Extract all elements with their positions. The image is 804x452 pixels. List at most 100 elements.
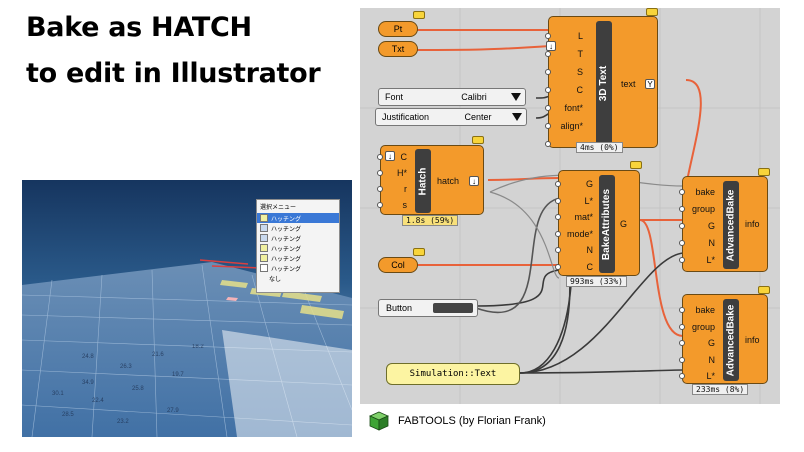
- input-label: r: [404, 184, 407, 194]
- cell-value-label: 27.9: [167, 408, 179, 414]
- input-port[interactable]: [679, 323, 685, 330]
- input-port[interactable]: [679, 257, 685, 263]
- input-label: S: [576, 67, 583, 77]
- input-label: align*: [560, 121, 583, 131]
- input-label: C: [576, 85, 584, 95]
- selection-menu-item[interactable]: ハッチング: [257, 263, 339, 273]
- input-label: group: [691, 204, 715, 214]
- advanced-bake-title-1: AdvancedBake: [723, 181, 739, 269]
- txt-param[interactable]: Txt: [378, 41, 418, 57]
- advanced-bake-output-2: info: [745, 335, 760, 345]
- selection-menu-item[interactable]: ハッチング: [257, 213, 339, 223]
- selection-menu-item[interactable]: ハッチング: [257, 243, 339, 253]
- input-port[interactable]: [545, 123, 551, 129]
- input-port[interactable]: [679, 240, 685, 246]
- justification-label: Justification: [382, 112, 430, 122]
- input-label: G: [585, 179, 593, 189]
- hatch-grid-render: 23.228.527.922.434.925.819.730.126.321.6…: [22, 259, 352, 437]
- input-port[interactable]: [555, 197, 561, 204]
- input-label: G: [707, 221, 715, 231]
- input-port[interactable]: [545, 105, 551, 111]
- pt-flag: [413, 11, 425, 19]
- input-port[interactable]: [377, 186, 383, 192]
- simulation-text-panel[interactable]: Simulation::Text: [386, 363, 520, 385]
- fabtools-label: FABTOOLS (by Florian Frank): [398, 415, 546, 427]
- input-port[interactable]: [545, 87, 551, 93]
- advanced-bake-flag-2: [758, 286, 770, 294]
- heading-line-2: to edit in Illustrator: [26, 58, 321, 89]
- chevron-down-icon[interactable]: [511, 93, 521, 101]
- cell-value-label: 19.7: [172, 372, 184, 378]
- input-label: H*: [396, 168, 407, 178]
- advanced-bake-title-2: AdvancedBake: [723, 299, 739, 381]
- selection-menu-item[interactable]: ハッチング: [257, 223, 339, 233]
- flatten-icon[interactable]: ↓: [546, 41, 556, 51]
- input-port[interactable]: [545, 141, 551, 147]
- input-label: group: [691, 321, 715, 332]
- 3d-text-timing: 4ms (0%): [576, 142, 623, 153]
- hatch-timing: 1.8s (59%): [402, 215, 459, 226]
- input-port[interactable]: [679, 340, 685, 346]
- flatten-icon[interactable]: ↓: [469, 176, 479, 186]
- selection-menu-item[interactable]: ハッチング: [257, 233, 339, 243]
- justification-value: Center: [464, 112, 492, 122]
- wire-button-bake: [475, 197, 561, 314]
- bake-attributes-output-label: G: [620, 219, 628, 229]
- bake-attributes-timing: 993ms (33%): [566, 276, 627, 287]
- wire-panel-3: [519, 252, 684, 374]
- 3d-text-title: 3D Text: [596, 21, 612, 145]
- input-label: L*: [706, 371, 715, 381]
- input-port[interactable]: [377, 202, 383, 208]
- input-port[interactable]: [555, 263, 561, 270]
- input-port[interactable]: [545, 69, 551, 75]
- input-port[interactable]: [679, 206, 685, 212]
- input-port[interactable]: [555, 247, 561, 253]
- input-label: mode*: [566, 228, 593, 239]
- bake-button[interactable]: Button: [378, 299, 478, 317]
- chevron-down-icon[interactable]: [512, 113, 522, 121]
- flatten-icon[interactable]: ↓: [385, 151, 395, 161]
- hatch-swatch-icon: [260, 214, 268, 222]
- input-port[interactable]: [377, 170, 383, 176]
- pt-param[interactable]: Pt: [378, 21, 418, 37]
- wire-g-bake2: [639, 219, 684, 337]
- selection-menu-item-label: ハッチング: [271, 256, 302, 263]
- selection-menu: 選択メニュー ハッチングハッチングハッチングハッチングハッチングハッチング なし: [256, 199, 340, 293]
- input-port[interactable]: [679, 356, 685, 363]
- justification-value-list[interactable]: Justification Center: [375, 108, 527, 126]
- input-label: C: [586, 261, 594, 272]
- font-value-list[interactable]: Font Calibri: [378, 88, 526, 106]
- wire-button: [475, 269, 560, 307]
- input-port[interactable]: [679, 189, 685, 195]
- input-port[interactable]: [545, 33, 551, 39]
- hatch-swatch-icon: [260, 234, 268, 242]
- col-param[interactable]: Col: [378, 257, 418, 273]
- graft-icon[interactable]: Y: [645, 79, 655, 89]
- col-flag: [413, 248, 425, 256]
- selection-menu-item[interactable]: ハッチング: [257, 253, 339, 263]
- selection-menu-none[interactable]: なし: [269, 276, 282, 283]
- button-control[interactable]: [433, 303, 473, 313]
- input-port[interactable]: [679, 307, 685, 313]
- input-port[interactable]: [545, 51, 551, 57]
- hatch-swatch-icon: [260, 224, 268, 232]
- selection-menu-item-label: ハッチング: [271, 236, 302, 243]
- hatch-flag: [472, 136, 484, 144]
- input-label: mat*: [574, 212, 593, 222]
- selection-menu-item-label: ハッチング: [271, 266, 302, 273]
- input-port[interactable]: [555, 214, 561, 220]
- hatch-title: Hatch: [415, 149, 431, 213]
- input-port[interactable]: [679, 223, 685, 229]
- input-port[interactable]: [377, 154, 383, 160]
- input-port[interactable]: [679, 373, 685, 379]
- input-port[interactable]: [555, 230, 561, 237]
- input-label: L: [577, 31, 583, 41]
- input-port[interactable]: [555, 181, 561, 187]
